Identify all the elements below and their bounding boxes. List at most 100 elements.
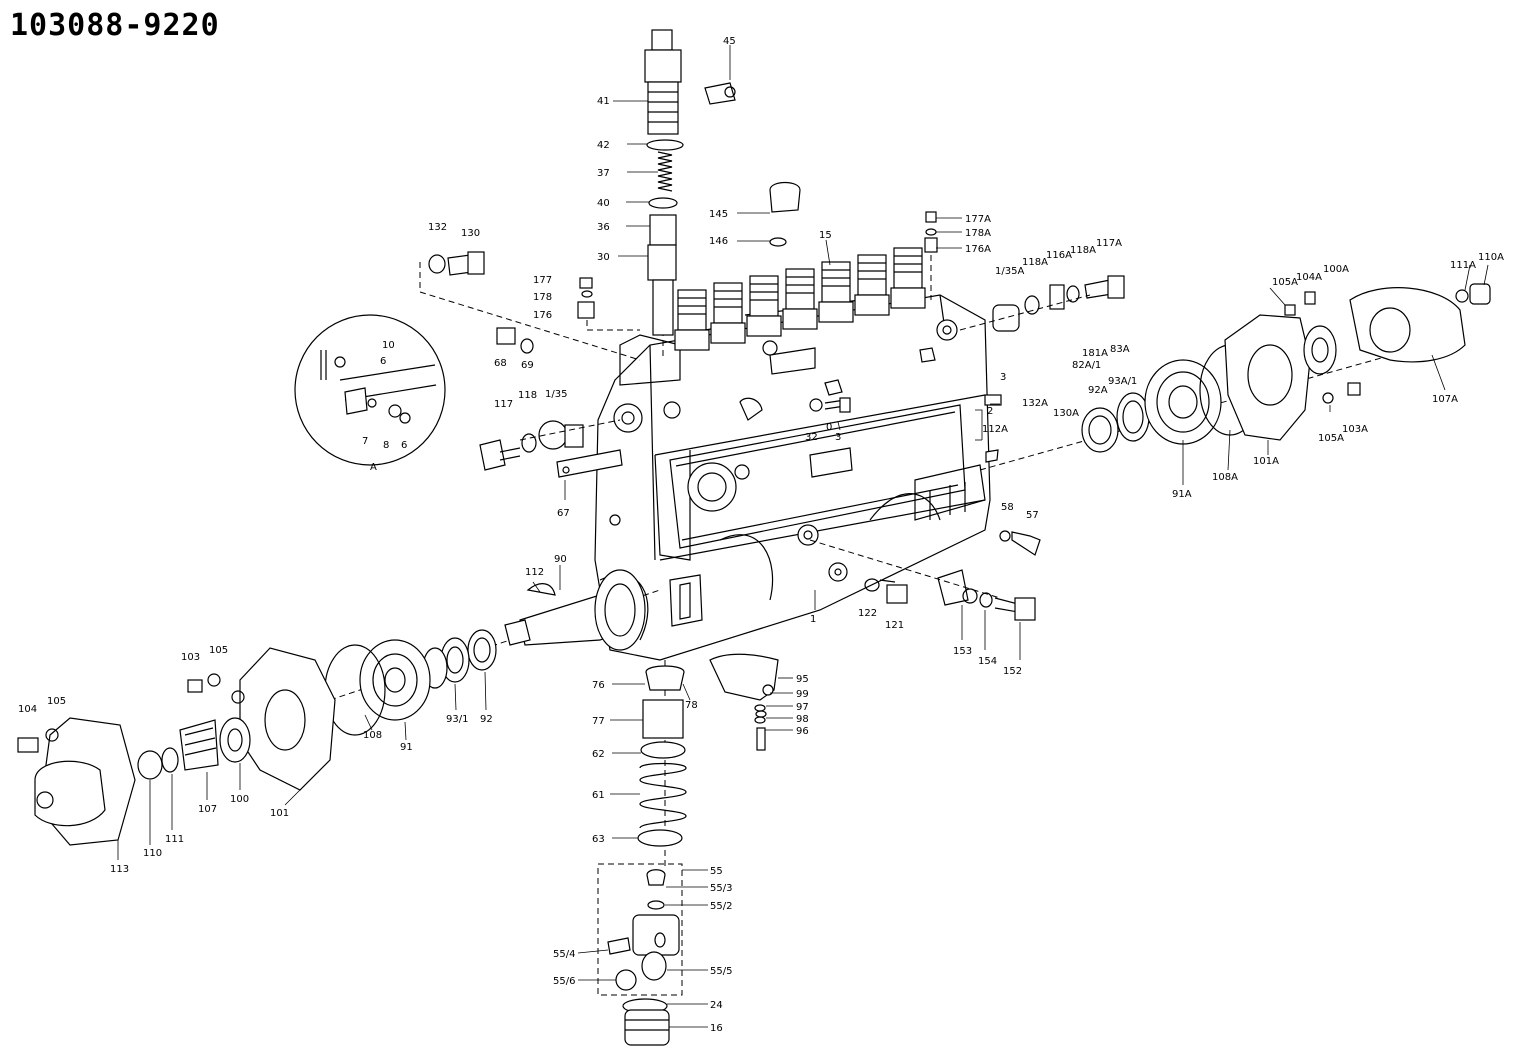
callout-105b: 105: [47, 696, 66, 707]
callout-177: 177: [533, 275, 552, 286]
callout-113: 113: [110, 864, 129, 875]
callout-1: 1: [810, 614, 816, 625]
callout-58: 58: [1001, 502, 1014, 513]
callout-1-35A: 1/35A: [995, 266, 1024, 277]
right-cover-assembly: [979, 283, 1491, 471]
callout-69: 69: [521, 360, 534, 371]
callout-176: 176: [533, 310, 552, 321]
callout-105A-bot: 105A: [1318, 433, 1344, 444]
bottom-vertical-stack: [597, 660, 687, 1046]
callout-107A: 107A: [1432, 394, 1458, 405]
callout-0: 0: [826, 422, 832, 433]
callout-42: 42: [597, 140, 610, 151]
callout-132: 132: [428, 222, 447, 233]
callout-90: 90: [554, 554, 567, 565]
front-small-parts: [663, 347, 1002, 463]
callout-176A: 176A: [965, 244, 991, 255]
callout-105A-top: 105A: [1272, 277, 1298, 288]
callout-108: 108: [363, 730, 382, 741]
callout-62: 62: [592, 749, 605, 760]
callout-37: 37: [597, 168, 610, 179]
callout-98: 98: [796, 714, 809, 725]
callout-181A: 181A: [1082, 348, 1108, 359]
callout-153: 153: [953, 646, 972, 657]
callout-8: 8: [383, 440, 389, 451]
callout-111A: 111A: [1450, 260, 1476, 271]
callout-2: 2: [987, 406, 993, 417]
callout-55: 55: [710, 866, 723, 877]
lower-right-fasteners: [809, 530, 1041, 621]
callout-122: 122: [858, 608, 877, 619]
callout-83A: 83A: [1110, 344, 1130, 355]
callout-55-3: 55/3: [710, 883, 732, 894]
camshaft-left-assembly: [17, 569, 661, 846]
callout-112: 112: [525, 567, 544, 578]
callout-178A: 178A: [965, 228, 991, 239]
callout-41: 41: [597, 96, 610, 107]
callout-6a: 6: [380, 356, 386, 367]
callout-55-6: 55/6: [553, 976, 575, 987]
callout-101: 101: [270, 808, 289, 819]
callout-104: 104: [18, 704, 37, 715]
callout-16: 16: [710, 1023, 723, 1034]
callout-91: 91: [400, 742, 413, 753]
top-right-small-parts: [924, 211, 1125, 332]
callout-154: 154: [978, 656, 997, 667]
callout-121: 121: [885, 620, 904, 631]
callout-117A: 117A: [1096, 238, 1122, 249]
left-top-parts: [294, 251, 641, 466]
callout-97: 97: [796, 702, 809, 713]
callout-93A-1: 93A/1: [1108, 376, 1137, 387]
callout-118A-b: 118A: [1070, 245, 1096, 256]
callout-6b: 6: [401, 440, 407, 451]
callout-55-2: 55/2: [710, 901, 732, 912]
callout-55-5: 55/5: [710, 966, 732, 977]
callout-24: 24: [710, 1000, 723, 1011]
callout-10: 10: [382, 340, 395, 351]
delivery-valve-holders: [674, 247, 926, 351]
callout-3a: 3: [1000, 372, 1006, 383]
detail-label-A: A: [370, 462, 377, 473]
callout-104A: 104A: [1296, 272, 1322, 283]
callout-178: 178: [533, 292, 552, 303]
callout-103: 103: [181, 652, 200, 663]
callout-76: 76: [592, 680, 605, 691]
callout-32: 32: [805, 432, 818, 443]
callout-132A: 132A: [1022, 398, 1048, 409]
callout-labels: 45 41 42 37 40 36 30 145 146 15 177A 178…: [18, 36, 1504, 1034]
callout-145: 145: [709, 209, 728, 220]
callout-108A: 108A: [1212, 472, 1238, 483]
callout-30: 30: [597, 252, 610, 263]
callout-7: 7: [362, 436, 368, 447]
pump-housing: [594, 294, 991, 661]
callout-110A: 110A: [1478, 252, 1504, 263]
callout-57: 57: [1026, 510, 1039, 521]
callout-63: 63: [592, 834, 605, 845]
callout-105: 105: [209, 645, 228, 656]
left-fasteners: [479, 419, 623, 478]
callout-68: 68: [494, 358, 507, 369]
callout-3b: 3: [835, 432, 841, 443]
bottom-bracket: [709, 653, 779, 751]
callout-103A: 103A: [1342, 424, 1368, 435]
callout-1-35: 1/35: [545, 389, 567, 400]
callout-107: 107: [198, 804, 217, 815]
callout-36: 36: [597, 222, 610, 233]
callout-93-1: 93/1: [446, 714, 468, 725]
callout-61: 61: [592, 790, 605, 801]
callout-77: 77: [592, 716, 605, 727]
callout-112A: 112A: [982, 424, 1008, 435]
callout-100A: 100A: [1323, 264, 1349, 275]
callout-92: 92: [480, 714, 493, 725]
callout-152: 152: [1003, 666, 1022, 677]
callout-100: 100: [230, 794, 249, 805]
diagram-title: 103088-9220: [10, 8, 220, 43]
callout-15: 15: [819, 230, 832, 241]
callout-118: 118: [518, 390, 537, 401]
callout-40: 40: [597, 198, 610, 209]
callout-82A-1: 82A/1: [1072, 360, 1101, 371]
callout-146: 146: [709, 236, 728, 247]
callout-130A: 130A: [1053, 408, 1079, 419]
leader-lines: [117, 45, 1489, 1028]
